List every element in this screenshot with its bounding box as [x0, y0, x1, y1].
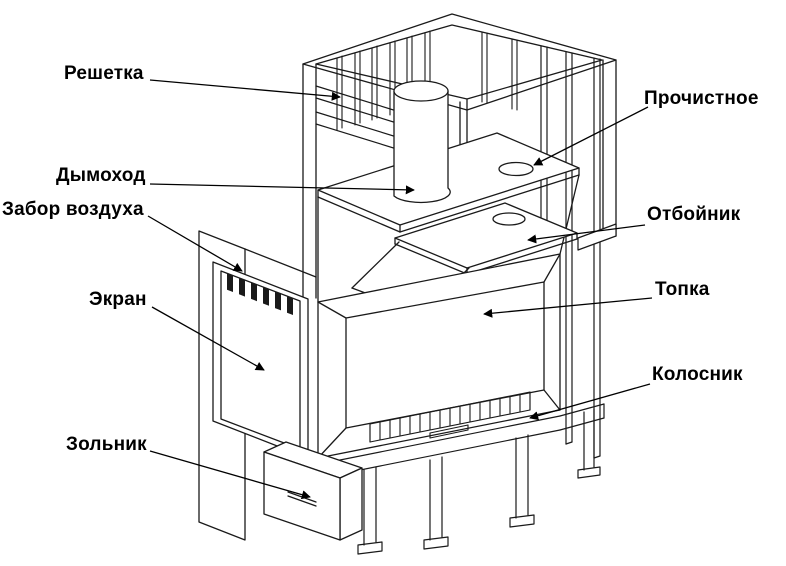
cage-rim-outer: [302, 13, 617, 111]
chimney: [393, 80, 451, 204]
leader-zabor-vozduha: [147, 215, 243, 272]
leader-lines: [147, 79, 653, 500]
baffle-hole: [492, 212, 526, 226]
cleanout-hole: [498, 161, 534, 177]
label-zabor-vozduha: Забор воздуха: [2, 199, 144, 220]
ash-drawer: [263, 441, 363, 541]
label-ekran: Экран: [89, 289, 147, 310]
label-reshetka: Решетка: [64, 63, 144, 84]
leader-ekran: [151, 306, 265, 371]
leader-otboynik: [527, 224, 646, 244]
support-rods: [540, 45, 601, 459]
label-kolosnik: Колосник: [652, 364, 743, 385]
leader-topka: [483, 297, 653, 318]
leader-kolosnik: [529, 383, 651, 421]
grate-support: [429, 424, 469, 439]
label-dymohod: Дымоход: [56, 165, 146, 186]
cage-rim-inner: [315, 24, 603, 100]
cage-slats: [315, 85, 401, 151]
mounting-tab: [577, 223, 617, 251]
grate-bars: [369, 391, 531, 443]
air-intake-slots: [227, 273, 293, 315]
firebox: [317, 253, 561, 459]
label-topka: Топка: [655, 279, 710, 300]
screen-panel: [212, 261, 309, 459]
label-zolnik: Зольник: [66, 434, 147, 455]
leader-dymohod: [149, 183, 415, 195]
base-legs: [319, 223, 617, 555]
leader-reshetka: [149, 79, 341, 101]
label-otboynik: Отбойник: [647, 204, 741, 225]
leader-prochistnoe: [533, 106, 649, 166]
label-prochistnoe: Прочистное: [644, 88, 759, 109]
leader-zolnik: [149, 450, 311, 500]
